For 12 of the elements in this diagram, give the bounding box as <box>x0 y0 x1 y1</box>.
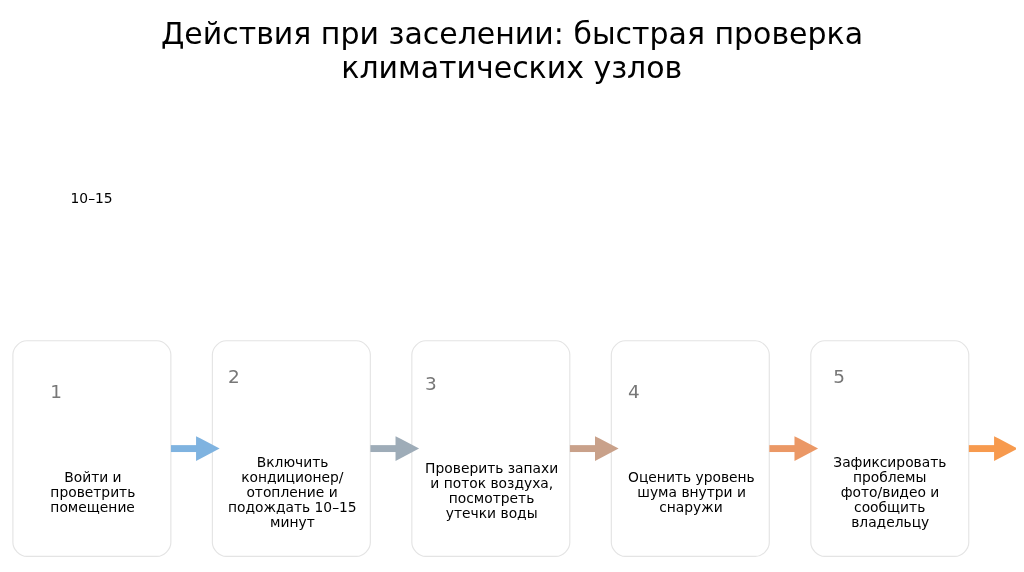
arrow <box>170 436 220 461</box>
node-box: 1 Войти и проветрить помещение <box>12 340 172 557</box>
node-box: 4 Оценить уровень шума внутри и снаружи <box>610 340 770 557</box>
node-box: 5 Зафиксировать проблемы фото/видео и сообщить владельцу <box>810 340 970 557</box>
diagram-title: Действия при заселении: быстрая проверка климатических узлов <box>160 16 864 85</box>
node-box: 3 Проверить запахи и поток воздуха, посмотреть утечки воды <box>411 340 571 557</box>
arrow <box>968 436 1016 461</box>
arrow <box>370 436 420 461</box>
arrow <box>569 436 619 461</box>
label: 10–15 <box>70 190 113 207</box>
node-box: 2 Включить кондиционер/ отопление и подождать 10–15 минут <box>211 340 371 557</box>
arrow <box>769 436 819 461</box>
